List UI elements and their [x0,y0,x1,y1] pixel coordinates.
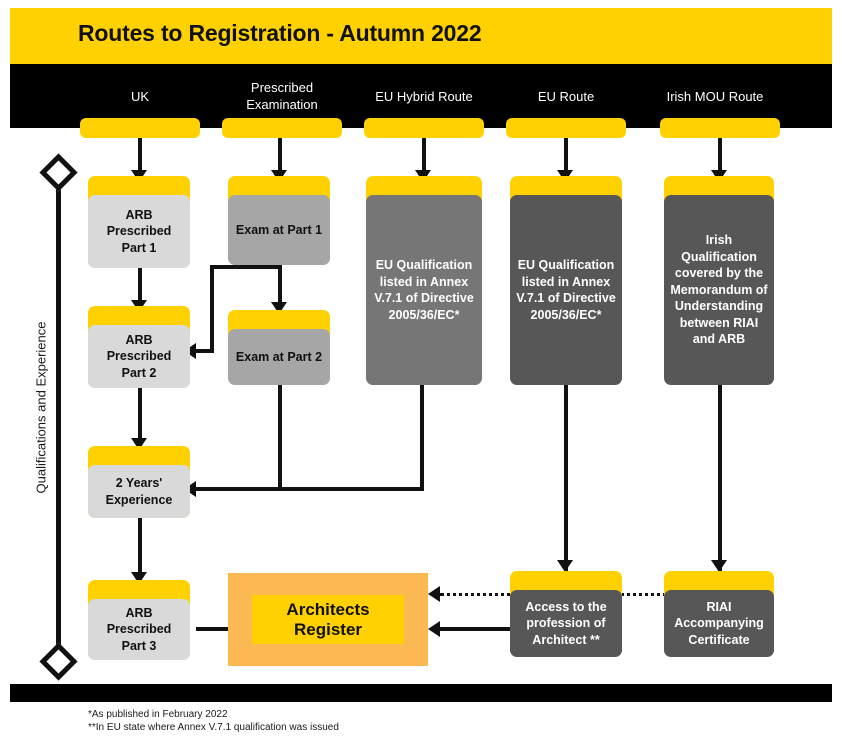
column-header-prescribed-examination: Prescribed Examination [220,64,344,128]
connector-exam2-down [278,385,282,491]
arrowhead-irish-qual-to-riai [711,560,727,572]
node-arb-prescribed-part-2[interactable]: ARB Prescribed Part 2 [88,306,190,388]
connector-eu-tab-to-qual [564,138,568,176]
connector-uk-tab-to-part1 [138,138,142,176]
connector-exam1-branch-vertical [210,265,214,351]
connector-experience-to-part3 [138,518,142,580]
connector-eu-hybrid-tab-to-qual [422,138,426,176]
title-banner [10,8,832,64]
arrowhead-access-to-register [428,621,440,637]
connector-part1-to-part2 [138,268,142,308]
node-access-to-profession[interactable]: Access to the profession of Architect ** [510,571,622,657]
connector-access-to-register [440,627,514,631]
node-exam-at-part-1[interactable]: Exam at Part 1 [228,176,330,265]
axis-diamond-bottom [39,642,78,681]
footnote-one: *As published in February 2022 [88,709,228,720]
node-exam-at-part-2[interactable]: Exam at Part 2 [228,310,330,385]
node-arb-prescribed-part-2-label: ARB Prescribed Part 2 [88,325,190,388]
node-eu-hybrid-qualification[interactable]: EU Qualification listed in Annex V.7.1 o… [366,176,482,385]
axis-line [56,176,61,662]
connector-eu-hybrid-down [420,385,424,491]
connector-irish-qual-to-riai [718,385,722,571]
column-header-irish-mou-route-label: Irish MOU Route [666,88,764,104]
node-two-years-experience-label: 2 Years' Experience [88,465,190,518]
footnote-two: **In EU state where Annex V.7.1 qualific… [88,722,339,733]
connector-exam-tab-to-exam1 [278,138,282,176]
column-header-prescribed-examination-label: Prescribed Examination [246,80,318,112]
column-header-eu-route-label: EU Route [537,88,595,104]
architects-register-panel[interactable]: Architects Register [228,573,428,666]
connector-exam1-to-exam2 [278,265,282,310]
column-tab-eu-route [506,118,626,138]
column-header-uk: UK [78,64,202,128]
connector-exam1-branch-into-part2 [196,349,214,353]
column-tab-irish-mou-route [660,118,780,138]
page-title: Routes to Registration - Autumn 2022 [78,20,482,46]
architects-register-label: Architects Register [252,595,404,644]
node-riai-accompanying-certificate[interactable]: RIAI Accompanying Certificate [664,571,774,657]
node-irish-qualification-label: Irish Qualification covered by the Memor… [664,195,774,385]
node-arb-prescribed-part-1[interactable]: ARB Prescribed Part 1 [88,176,190,268]
connector-eu-hybrid-to-experience [196,487,424,491]
column-tab-prescribed-examination [222,118,342,138]
axis-label: Qualifications and Experience [33,321,49,494]
connector-eu-qual-to-access [564,385,568,571]
node-two-years-experience[interactable]: 2 Years' Experience [88,446,190,518]
node-irish-qualification[interactable]: Irish Qualification covered by the Memor… [664,176,774,385]
bottom-bar [10,684,832,702]
column-header-eu-hybrid-route-label: EU Hybrid Route [375,88,473,104]
node-exam-at-part-2-label: Exam at Part 2 [228,329,330,385]
node-arb-prescribed-part-1-label: ARB Prescribed Part 1 [88,195,190,268]
arrowhead-riai-to-register [428,586,440,602]
node-eu-hybrid-qualification-label: EU Qualification listed in Annex V.7.1 o… [366,195,482,385]
node-riai-accompanying-certificate-label: RIAI Accompanying Certificate [664,590,774,657]
node-arb-prescribed-part-3-label: ARB Prescribed Part 3 [88,599,190,660]
connector-part2-to-experience [138,388,142,446]
arrowhead-eu-qual-to-access [557,560,573,572]
node-arb-prescribed-part-3[interactable]: ARB Prescribed Part 3 [88,580,190,660]
column-header-eu-hybrid-route: EU Hybrid Route [362,64,486,128]
column-header-irish-mou-route: Irish MOU Route [650,64,780,128]
column-header-eu-route: EU Route [504,64,628,128]
column-tab-eu-hybrid-route [364,118,484,138]
column-header-uk-label: UK [130,88,150,104]
connector-part3-to-register [196,627,240,631]
axis-diamond-top [39,153,78,192]
footnotes: *As published in February 2022 **In EU s… [88,708,339,734]
node-eu-qualification-label: EU Qualification listed in Annex V.7.1 o… [510,195,622,385]
node-exam-at-part-1-label: Exam at Part 1 [228,195,330,265]
column-tab-uk [80,118,200,138]
connector-irish-tab-to-qual [718,138,722,176]
node-eu-qualification[interactable]: EU Qualification listed in Annex V.7.1 o… [510,176,622,385]
connector-exam1-branch-horizontal [210,265,280,269]
column-header-bar [10,64,832,128]
node-access-to-profession-label: Access to the profession of Architect ** [510,590,622,657]
